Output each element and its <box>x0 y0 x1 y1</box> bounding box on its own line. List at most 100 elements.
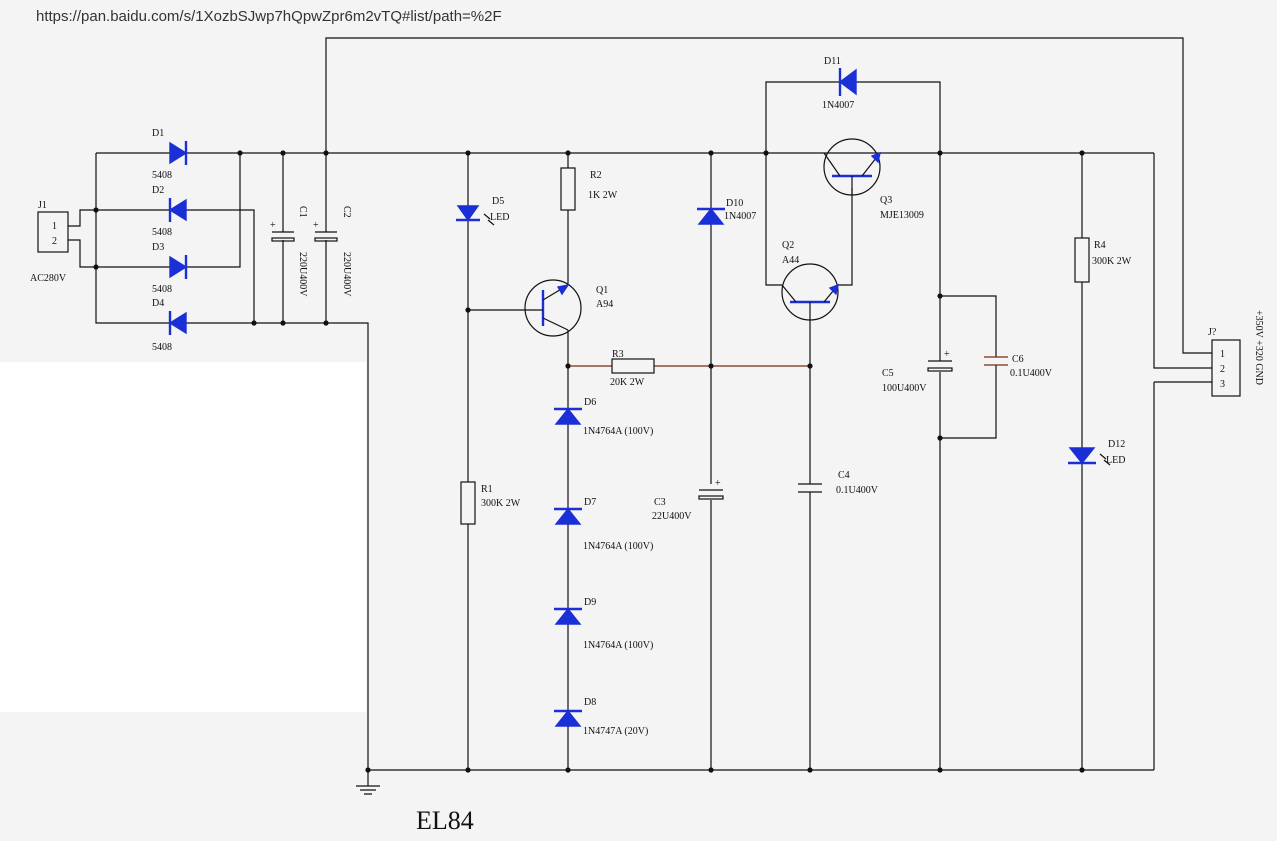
d5-value: LED <box>490 212 509 223</box>
j1-ref: J1 <box>38 200 47 211</box>
capacitor-c6: C6 0.1U400V <box>984 354 1053 379</box>
c5-value: 100U400V <box>882 383 927 394</box>
diode-d1: D1 5408 <box>152 128 188 181</box>
capacitor-c1: + C1 220U400V <box>270 206 308 297</box>
j2-ref: J? <box>1208 327 1217 338</box>
r1-value: 300K 2W <box>481 498 521 509</box>
c6-ref: C6 <box>1012 354 1024 365</box>
j1-pin2: 2 <box>52 236 57 247</box>
transistor-q1: Q1 A94 <box>524 279 613 337</box>
c5-ref: C5 <box>882 368 894 379</box>
c6-loop <box>940 295 997 439</box>
q2-value: A44 <box>782 255 799 266</box>
d3-ref: D3 <box>152 242 164 253</box>
d8-value: 1N4747A (20V) <box>583 726 648 737</box>
c6-value: 0.1U400V <box>1010 368 1053 379</box>
j2-value: +350V +320 GND <box>1253 310 1264 385</box>
zener-d6: D6 1N4764A (100V) <box>554 397 653 437</box>
j1-pin1-wire <box>68 209 96 227</box>
q3-base-wire <box>838 188 853 286</box>
diode-d4: D4 5408 <box>152 298 187 353</box>
zener-d7: D7 1N4764A (100V) <box>554 497 653 552</box>
r1-ref: R1 <box>481 484 493 495</box>
neg-wire <box>254 322 369 770</box>
d8-ref: D8 <box>584 697 596 708</box>
resistor-r2: R2 1K 2W <box>560 167 618 211</box>
c1-ref: C1 <box>297 206 308 218</box>
q2-ref: Q2 <box>782 240 794 251</box>
d12-ref: D12 <box>1108 439 1125 450</box>
diode-d10: D10 1N4007 <box>697 198 756 225</box>
r4-ref: R4 <box>1094 240 1106 251</box>
q3-ref: Q3 <box>880 195 892 206</box>
diode-d3: D3 5408 <box>152 242 188 295</box>
r2-ref: R2 <box>590 170 602 181</box>
d6-ref: D6 <box>584 397 596 408</box>
d9-value: 1N4764A (100V) <box>583 640 653 651</box>
svg-text:+: + <box>313 220 319 231</box>
top-feed-wire <box>325 37 1212 354</box>
r3-ref: R3 <box>612 349 624 360</box>
d7-value: 1N4764A (100V) <box>583 541 653 552</box>
d10-value: 1N4007 <box>724 211 756 222</box>
q2-left-wire <box>765 153 782 286</box>
led-d5: D5 LED <box>456 196 509 226</box>
j2-pin3: 3 <box>1220 379 1225 390</box>
c1-value: 220U400V <box>297 252 308 297</box>
c4-ref: C4 <box>838 470 850 481</box>
junctions <box>93 150 1085 773</box>
d4-value: 5408 <box>152 342 172 353</box>
d2-ref: D2 <box>152 185 164 196</box>
bridge-row3 <box>96 153 241 268</box>
q3-value: MJE13009 <box>880 210 924 221</box>
d4-ref: D4 <box>152 298 164 309</box>
d2-value: 5408 <box>152 227 172 238</box>
c2-value: 220U400V <box>341 252 352 297</box>
resistor-r4: R4 300K 2W <box>1074 237 1132 283</box>
bridge-row2 <box>96 209 255 323</box>
output-connector: J? 1 2 3 +350V +320 GND <box>1208 310 1264 397</box>
resistor-r1: R1 300K 2W <box>460 481 521 525</box>
d11-loop <box>765 81 941 153</box>
d9-ref: D9 <box>584 597 596 608</box>
white-region <box>0 362 366 712</box>
d1-ref: D1 <box>152 128 164 139</box>
capacitor-c5: + C5 100U400V <box>882 349 953 394</box>
j2-pin2: 2 <box>1220 364 1225 375</box>
diode-d2: D2 5408 <box>152 185 187 238</box>
q1-ref: Q1 <box>596 285 608 296</box>
led-d12: D12 LED <box>1068 439 1125 466</box>
capacitor-c4: C4 0.1U400V <box>798 470 879 496</box>
capacitor-c2: + C2 220U400V <box>313 206 352 297</box>
r3-value: 20K 2W <box>610 377 645 388</box>
bridge-left-wire <box>95 153 254 324</box>
transistor-q2: Q2 A44 <box>781 240 839 321</box>
q1-value: A94 <box>596 299 613 310</box>
diagram-title: EL84 <box>416 806 474 835</box>
d3-value: 5408 <box>152 284 172 295</box>
d1-value: 5408 <box>152 170 172 181</box>
diode-d11: D11 1N4007 <box>822 56 857 111</box>
r2-value: 1K 2W <box>588 190 618 201</box>
d7-ref: D7 <box>584 497 596 508</box>
d12-value: LED <box>1106 455 1125 466</box>
d6-value: 1N4764A (100V) <box>583 426 653 437</box>
d10-ref: D10 <box>726 198 743 209</box>
capacitor-c3: + C3 22U400V <box>652 478 724 522</box>
c2-ref: C2 <box>341 206 352 218</box>
d5-ref: D5 <box>492 196 504 207</box>
zener-d8: D8 1N4747A (20V) <box>554 697 648 737</box>
j2-pin2-wire <box>1153 153 1212 369</box>
svg-text:+: + <box>715 478 721 489</box>
j1-value: AC280V <box>30 273 67 284</box>
svg-text:+: + <box>270 220 276 231</box>
ground-icon <box>356 770 380 795</box>
c3-value: 22U400V <box>652 511 692 522</box>
r4-value: 300K 2W <box>1092 256 1132 267</box>
url-text: https://pan.baidu.com/s/1XozbSJwp7hQpwZp… <box>36 8 502 25</box>
j2-pin1: 1 <box>1220 349 1225 360</box>
j1-connector: J1 1 2 AC280V <box>30 200 69 284</box>
zener-d9: D9 1N4764A (100V) <box>554 597 653 651</box>
transistor-q3: Q3 MJE13009 <box>823 138 924 221</box>
